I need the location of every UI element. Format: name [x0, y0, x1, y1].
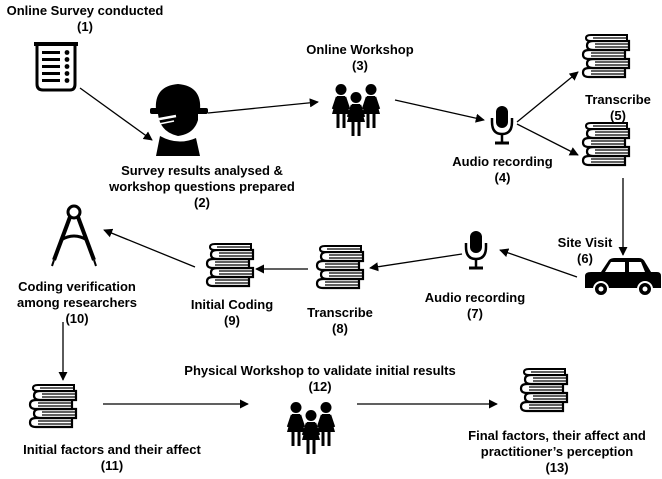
arrow-7-to-8: [369, 253, 463, 272]
step-8-label: Transcribe (8): [290, 305, 390, 337]
arrow-1-to-2: [79, 87, 153, 141]
book-stack-icon: [581, 33, 631, 79]
arrow-6-to-7: [499, 248, 578, 278]
step-4-number: (4): [494, 170, 511, 185]
step-1-number: (1): [77, 19, 93, 34]
step-10-number: (10): [65, 311, 89, 326]
step-8-number: (8): [332, 321, 348, 336]
step-4-label: Audio recording (4): [440, 154, 565, 186]
step-6-label: Site Visit (6): [545, 235, 625, 267]
people-group-icon: [287, 402, 335, 454]
step-12-label: Physical Workshop to validate initial re…: [155, 363, 485, 395]
step-2-label: Survey results analysed & workshop quest…: [72, 163, 332, 211]
step-8-title: Transcribe: [307, 305, 373, 320]
step-6-title: Site Visit: [557, 235, 613, 250]
step-3-number: (3): [352, 58, 368, 73]
compass-icon: [51, 204, 97, 267]
book-stack-icon: [28, 383, 78, 429]
step-5-number: (5): [610, 108, 626, 123]
step-11-number: (11): [100, 458, 124, 473]
step-13-number: (13): [545, 460, 569, 475]
step-12-number: (12): [308, 379, 332, 394]
step-10-title-line1: Coding verification: [18, 279, 136, 294]
step-5-label: Transcribe (5): [574, 92, 662, 124]
step-2-number: (2): [194, 195, 210, 210]
step-6-number: (6): [577, 251, 593, 266]
step-10-label: Coding verification among researchers (1…: [2, 279, 152, 327]
step-3-label: Online Workshop (3): [290, 42, 430, 74]
step-2-title-line1: Survey results analysed &: [121, 163, 283, 178]
arrow-4-to-5a: [516, 71, 579, 123]
step-9-title: Initial Coding: [190, 297, 274, 312]
step-10-title-line2: among researchers: [17, 295, 137, 310]
researcher-hardhat-icon: [150, 84, 208, 156]
step-13-title-line1: Final factors, their affect and: [468, 428, 646, 443]
step-7-title: Audio recording: [424, 290, 526, 305]
step-9-label: Initial Coding (9): [172, 297, 292, 329]
survey-form-icon: [34, 42, 78, 92]
step-1-label: Online Survey conducted (1): [0, 3, 170, 35]
arrow-2-to-3: [207, 98, 319, 114]
step-9-number: (9): [224, 313, 240, 328]
step-1-title: Online Survey conducted: [6, 3, 164, 18]
step-3-title: Online Workshop: [306, 42, 414, 57]
book-stack-icon: [315, 244, 365, 290]
car-icon: [585, 258, 661, 297]
book-stack-icon: [581, 121, 631, 167]
arrow-3-to-4: [394, 99, 485, 123]
step-2-title-line2: workshop questions prepared: [109, 179, 295, 194]
step-11-title: Initial factors and their affect: [23, 442, 201, 457]
arrow-4-to-5b: [516, 123, 579, 156]
microphone-icon: [464, 229, 488, 270]
step-11-label: Initial factors and their affect (11): [2, 442, 222, 474]
step-4-title: Audio recording: [452, 154, 553, 169]
step-7-number: (7): [467, 306, 483, 321]
people-group-icon: [332, 84, 380, 136]
step-5-title: Transcribe: [585, 92, 651, 107]
step-7-label: Audio recording (7): [410, 290, 540, 322]
flow-arrows: [58, 71, 628, 409]
book-stack-icon: [519, 367, 569, 413]
step-13-label: Final factors, their affect and practiti…: [452, 428, 662, 476]
step-13-title-line2: practitioner’s perception: [480, 444, 634, 459]
book-stack-icon: [205, 242, 255, 288]
microphone-icon: [490, 104, 514, 145]
step-12-title: Physical Workshop to validate initial re…: [184, 363, 456, 378]
arrow-9-to-10: [103, 228, 196, 268]
